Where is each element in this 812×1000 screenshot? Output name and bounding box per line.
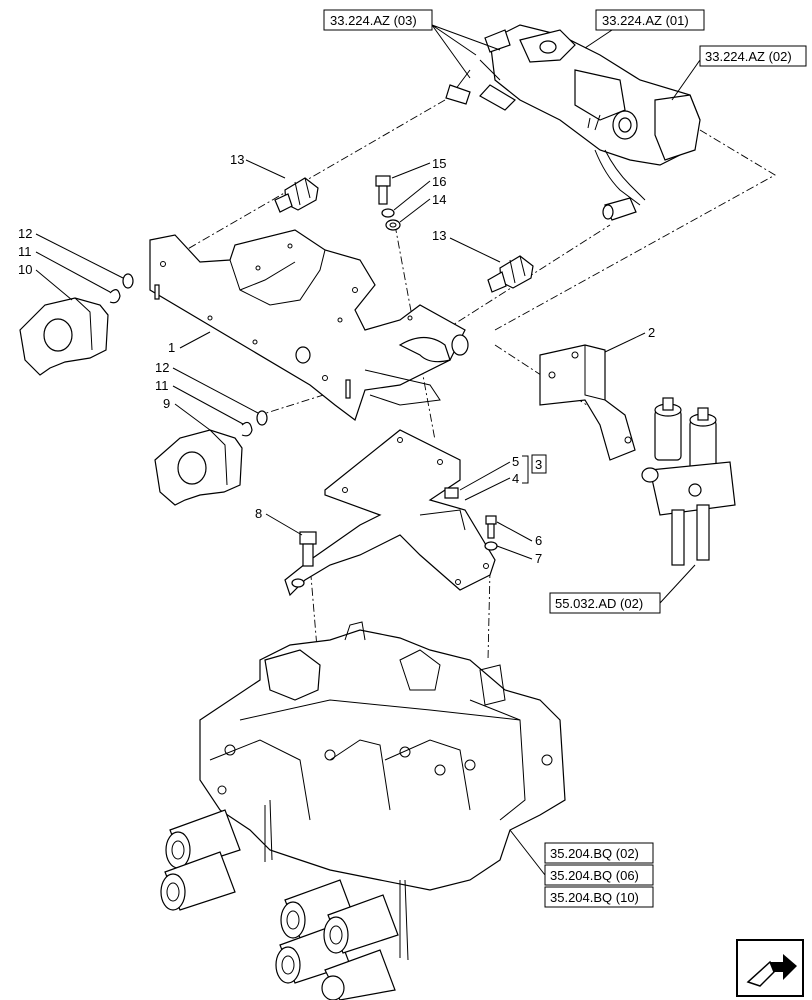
o-ring-12-lower bbox=[256, 410, 268, 426]
washer-14 bbox=[385, 219, 401, 231]
callout-10: 10 bbox=[18, 262, 32, 277]
callout-1: 1 bbox=[168, 340, 175, 355]
callout-12-upper: 12 bbox=[18, 226, 32, 241]
callout-12-lower: 12 bbox=[155, 360, 169, 375]
washer-7 bbox=[484, 541, 498, 551]
cap-10 bbox=[19, 297, 109, 376]
ref-box-33-224-az-01[interactable]: 33.224.AZ (01) bbox=[595, 9, 705, 31]
snap-ring-11-upper bbox=[109, 289, 121, 304]
callout-3: 3 bbox=[535, 457, 542, 472]
callout-9: 9 bbox=[163, 396, 170, 411]
bolt-6 bbox=[485, 515, 497, 539]
callout-16: 16 bbox=[432, 174, 446, 189]
callout-15: 15 bbox=[432, 156, 446, 171]
mounting-plate bbox=[284, 429, 496, 597]
callout-11-lower: 11 bbox=[155, 378, 169, 393]
bolt-15 bbox=[375, 175, 391, 205]
ref-box-35-204-bq-06[interactable]: 35.204.BQ (06) bbox=[544, 864, 654, 886]
fitting-13-upper bbox=[274, 177, 319, 213]
svg-text:35.204.BQ (10): 35.204.BQ (10) bbox=[550, 890, 639, 905]
ref-box-33-224-az-02[interactable]: 33.224.AZ (02) bbox=[699, 45, 807, 67]
svg-text:35.204.BQ (02): 35.204.BQ (02) bbox=[550, 846, 639, 861]
bracket-1 bbox=[149, 229, 469, 421]
svg-text:35.204.BQ (06): 35.204.BQ (06) bbox=[550, 868, 639, 883]
coupler-set bbox=[160, 809, 399, 1000]
callout-6: 6 bbox=[535, 533, 542, 548]
callout-8: 8 bbox=[255, 506, 262, 521]
cap-9 bbox=[154, 429, 243, 506]
top-valve-assembly bbox=[445, 24, 701, 221]
callout-2: 2 bbox=[648, 325, 655, 340]
o-ring-12-upper bbox=[122, 273, 134, 289]
svg-text:33.224.AZ (02): 33.224.AZ (02) bbox=[705, 49, 792, 64]
callout-13-lower: 13 bbox=[432, 228, 446, 243]
callout-4: 4 bbox=[512, 471, 519, 486]
ref-box-55-032-ad-02[interactable]: 55.032.AD (02) bbox=[549, 592, 661, 614]
callout-13-upper: 13 bbox=[230, 152, 244, 167]
ref-box-35-204-bq-02[interactable]: 35.204.BQ (02) bbox=[544, 842, 654, 864]
callout-14: 14 bbox=[432, 192, 446, 207]
control-valve-block bbox=[160, 621, 566, 1000]
snap-ring-11-lower bbox=[241, 421, 253, 437]
ref-box-33-224-az-03[interactable]: 33.224.AZ (03) bbox=[323, 9, 433, 31]
callout-11-upper: 11 bbox=[18, 244, 32, 259]
ref-box-35-204-bq-10[interactable]: 35.204.BQ (10) bbox=[544, 886, 654, 908]
next-page-arrow-icon[interactable] bbox=[736, 939, 804, 997]
svg-text:55.032.AD (02): 55.032.AD (02) bbox=[555, 596, 643, 611]
solenoid-valve bbox=[641, 397, 736, 566]
callout-7: 7 bbox=[535, 551, 542, 566]
bracket-2 bbox=[539, 344, 636, 461]
fitting-13-lower bbox=[487, 255, 534, 293]
washer-16 bbox=[381, 208, 395, 218]
nut-5 bbox=[444, 487, 459, 499]
bolt-8 bbox=[299, 531, 317, 567]
callout-5: 5 bbox=[512, 454, 519, 469]
callout-labels: 13 15 16 14 13 12 11 10 1 2 12 11 9 5 4 … bbox=[18, 152, 655, 566]
svg-text:33.224.AZ (03): 33.224.AZ (03) bbox=[330, 13, 417, 28]
svg-text:33.224.AZ (01): 33.224.AZ (01) bbox=[602, 13, 689, 28]
